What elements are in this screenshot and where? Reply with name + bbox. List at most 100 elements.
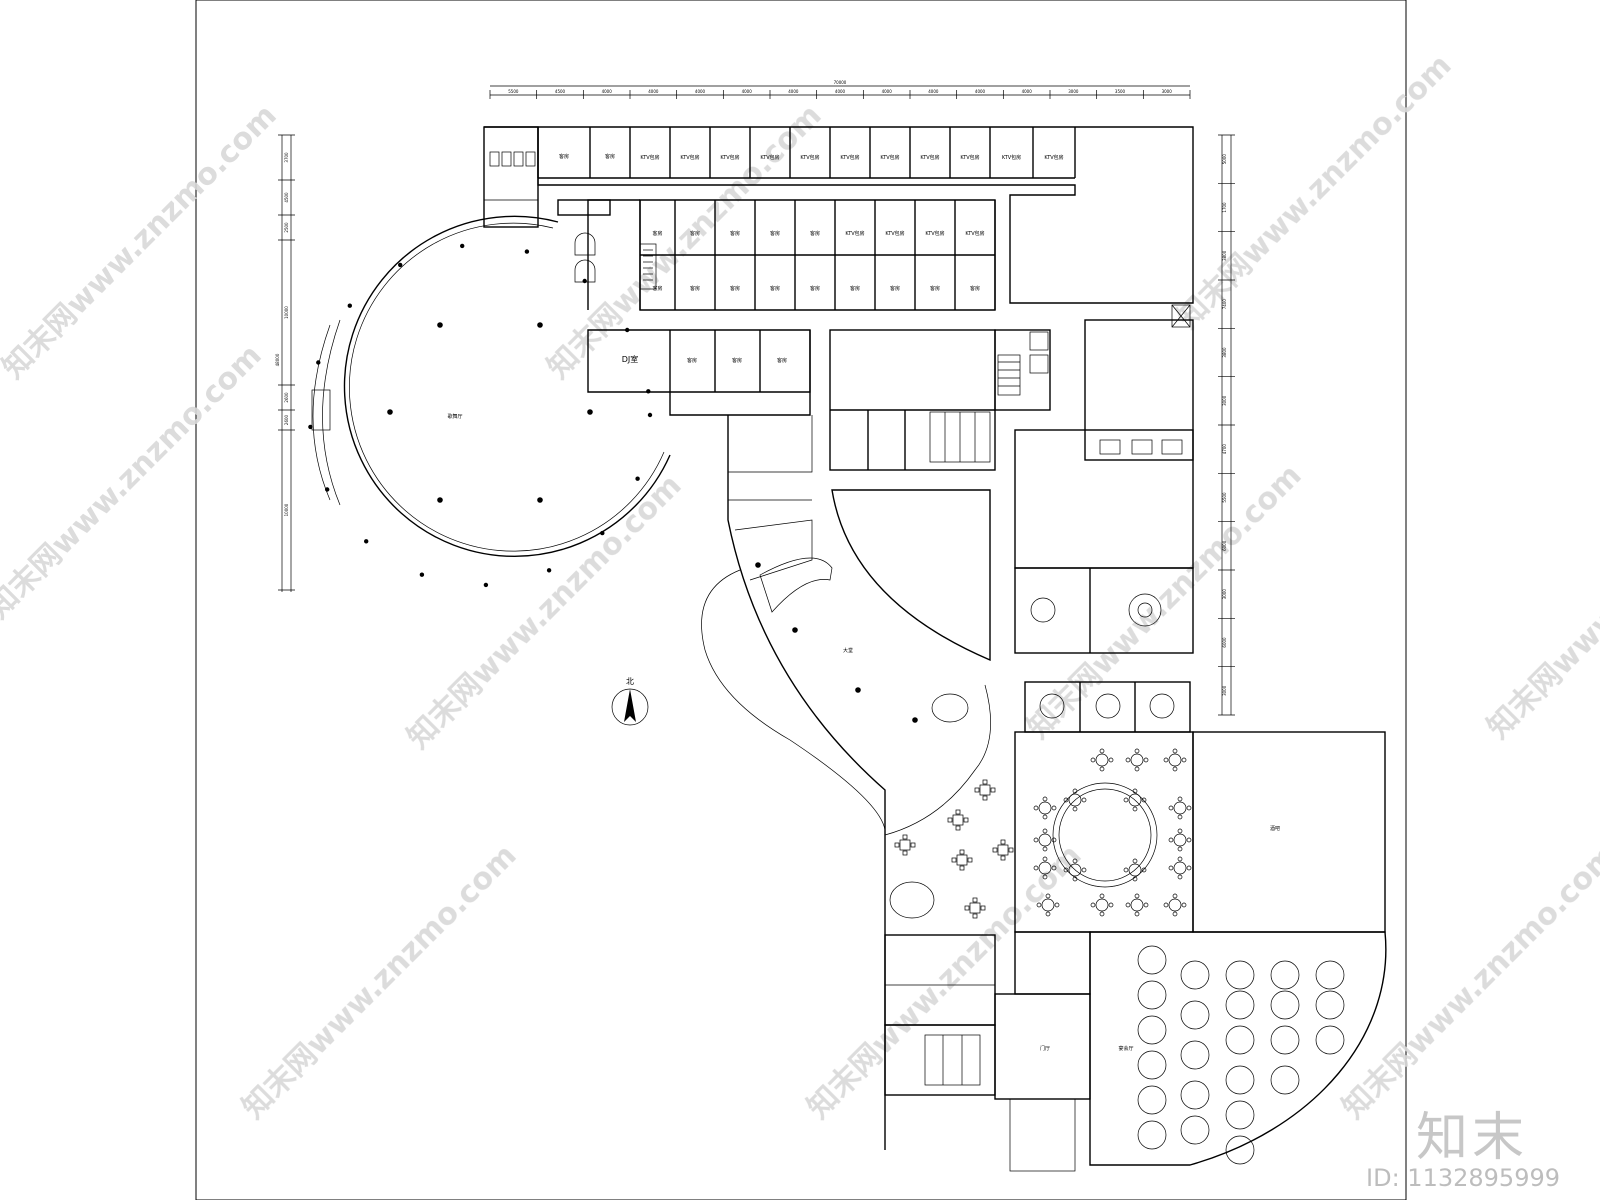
dim-label: 4000	[695, 89, 706, 94]
chair	[1168, 865, 1174, 871]
room-label: KTV包房	[885, 230, 904, 237]
dim-label: 10000	[284, 503, 289, 516]
chair	[1172, 893, 1178, 899]
watermark-7: 知末网www.znzmo.com	[1481, 458, 1600, 746]
dining-table	[1168, 898, 1182, 912]
sheet-frame	[195, 0, 1407, 1200]
ktv-room-label: KTV包房	[960, 154, 979, 161]
ktv-room-label: KTV包房	[720, 154, 739, 161]
watermark-2: 知末网www.znzmo.com	[541, 98, 829, 386]
dim-label: 6000	[1222, 540, 1227, 551]
dim-label: 3000	[1068, 89, 1079, 94]
banquet-table	[1225, 1100, 1255, 1130]
chair	[1051, 865, 1057, 871]
chair	[1172, 911, 1178, 917]
north-arrow: 北	[611, 677, 649, 726]
column	[635, 476, 640, 481]
chair	[1042, 856, 1048, 862]
bar-label: 酒吧	[1270, 825, 1280, 832]
chair	[1108, 902, 1114, 908]
chair	[1072, 876, 1078, 882]
column	[600, 530, 605, 536]
ktv-room-label: KTV包房	[1002, 154, 1021, 161]
column	[646, 389, 651, 394]
dim-total-width: 70000	[834, 80, 847, 85]
dim-label: 2600	[284, 414, 289, 425]
chair	[1099, 893, 1105, 899]
room-label: 客房	[810, 285, 820, 292]
banquet-table	[1270, 990, 1300, 1020]
dim-label: 5500	[1222, 492, 1227, 503]
chair	[1072, 806, 1078, 812]
dining-table	[1130, 898, 1144, 912]
room-label: 客房	[730, 230, 740, 237]
ktv-room-label: KTV包房	[1044, 154, 1063, 161]
restaurant-center-ring	[1052, 782, 1158, 888]
lobby-table	[952, 814, 964, 826]
chair	[1168, 805, 1174, 811]
watermarks: 知末网www.znzmo.com 知末网www.znzmo.com 知末网www…	[0, 48, 1600, 1126]
ktv-room-label: KTV包房	[760, 154, 779, 161]
banquet-table	[1270, 1065, 1300, 1095]
chair	[910, 842, 916, 848]
room-label: 客房	[810, 230, 820, 237]
dim-label: 3700	[284, 152, 289, 163]
watermark-3: 知末网www.znzmo.com	[1171, 48, 1459, 336]
chair	[992, 847, 998, 853]
column	[483, 582, 489, 588]
watermark-8: 知末网www.znzmo.com	[236, 838, 524, 1126]
chair	[902, 850, 908, 856]
core-stair	[997, 354, 1021, 396]
chair	[1168, 837, 1174, 843]
dining-table	[1173, 801, 1187, 815]
chair	[1081, 867, 1087, 873]
room-label: 客房	[652, 285, 662, 292]
chair	[1000, 839, 1006, 845]
dining-table	[1038, 801, 1052, 815]
chair	[1123, 867, 1129, 873]
banquet-table	[1225, 1135, 1255, 1165]
chair	[990, 787, 996, 793]
lobby-table	[979, 784, 991, 796]
column	[537, 322, 543, 328]
watermark-10: 知末网www.znzmo.com	[1336, 838, 1600, 1126]
chair	[1132, 806, 1138, 812]
banquet-table	[1270, 960, 1300, 990]
room-label: 客房	[687, 357, 697, 364]
chair	[947, 817, 953, 823]
chair	[1051, 805, 1057, 811]
chair	[1000, 855, 1006, 861]
chair	[1141, 867, 1147, 873]
chair	[1132, 788, 1138, 794]
chair	[1181, 757, 1187, 763]
brand-logo: 知末	[1415, 1108, 1528, 1168]
chair	[980, 905, 986, 911]
dim-label: 7400	[1222, 299, 1227, 310]
chair	[1123, 797, 1129, 803]
chair	[955, 825, 961, 831]
chair	[1090, 757, 1096, 763]
right-wing: 酒吧 门厅 宴会厅	[1014, 304, 1387, 1166]
chair	[1033, 837, 1039, 843]
column	[625, 327, 630, 333]
chair	[1072, 858, 1078, 864]
chair	[1186, 865, 1192, 871]
column	[387, 409, 393, 415]
chair	[1042, 846, 1048, 852]
banquet-table	[1137, 1085, 1167, 1115]
chair	[1134, 748, 1140, 754]
dim-label: 3000	[1222, 589, 1227, 600]
ktv-room-label: KTV包房	[800, 154, 819, 161]
chair	[1134, 893, 1140, 899]
dim-label: 4000	[1022, 89, 1033, 94]
chair	[964, 905, 970, 911]
column	[316, 360, 321, 365]
chair	[959, 865, 965, 871]
chair	[1163, 902, 1169, 908]
chair	[894, 842, 900, 848]
chair	[974, 787, 980, 793]
dj-room-label: DJ室	[622, 354, 639, 364]
column	[347, 303, 352, 308]
